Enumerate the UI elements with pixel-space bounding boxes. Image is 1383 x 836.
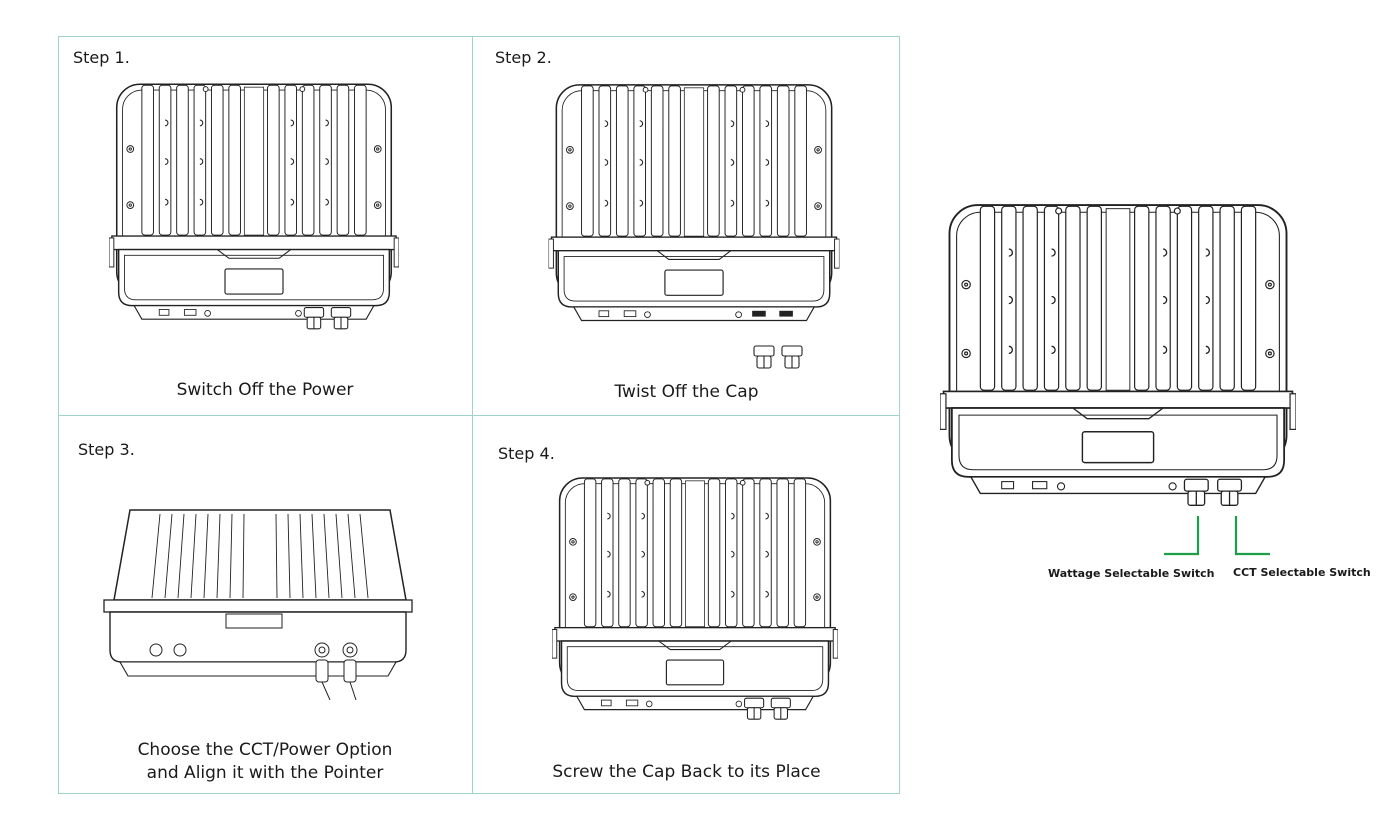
step-2-label: Step 2.: [495, 48, 552, 67]
fixture-step-3-angled: [103, 509, 413, 700]
selector-pointers: [1164, 516, 1270, 556]
fixture-step-4: [552, 474, 838, 720]
fixture-step-1: [109, 80, 399, 330]
step-1-caption: Switch Off the Power: [176, 380, 354, 400]
fixture-step-2: [548, 82, 840, 336]
step-3-caption-line-2: and Align it with the Pointer: [146, 763, 384, 783]
step-3-label: Step 3.: [78, 440, 135, 459]
step-1-label: Step 1.: [73, 48, 130, 67]
grid-divider-horizontal: [58, 415, 900, 416]
cct-switch-label: CCT Selectable Switch: [1233, 566, 1371, 579]
step-3-caption-line-1: Choose the CCT/Power Option: [137, 740, 393, 760]
step-2-caption: Twist Off the Cap: [614, 382, 759, 402]
fixture-detail: [940, 192, 1296, 506]
removed-caps: [750, 344, 810, 374]
wattage-switch-label: Wattage Selectable Switch: [1048, 567, 1215, 580]
step-4-label: Step 4.: [498, 444, 555, 463]
step-4-caption: Screw the Cap Back to its Place: [552, 762, 821, 782]
